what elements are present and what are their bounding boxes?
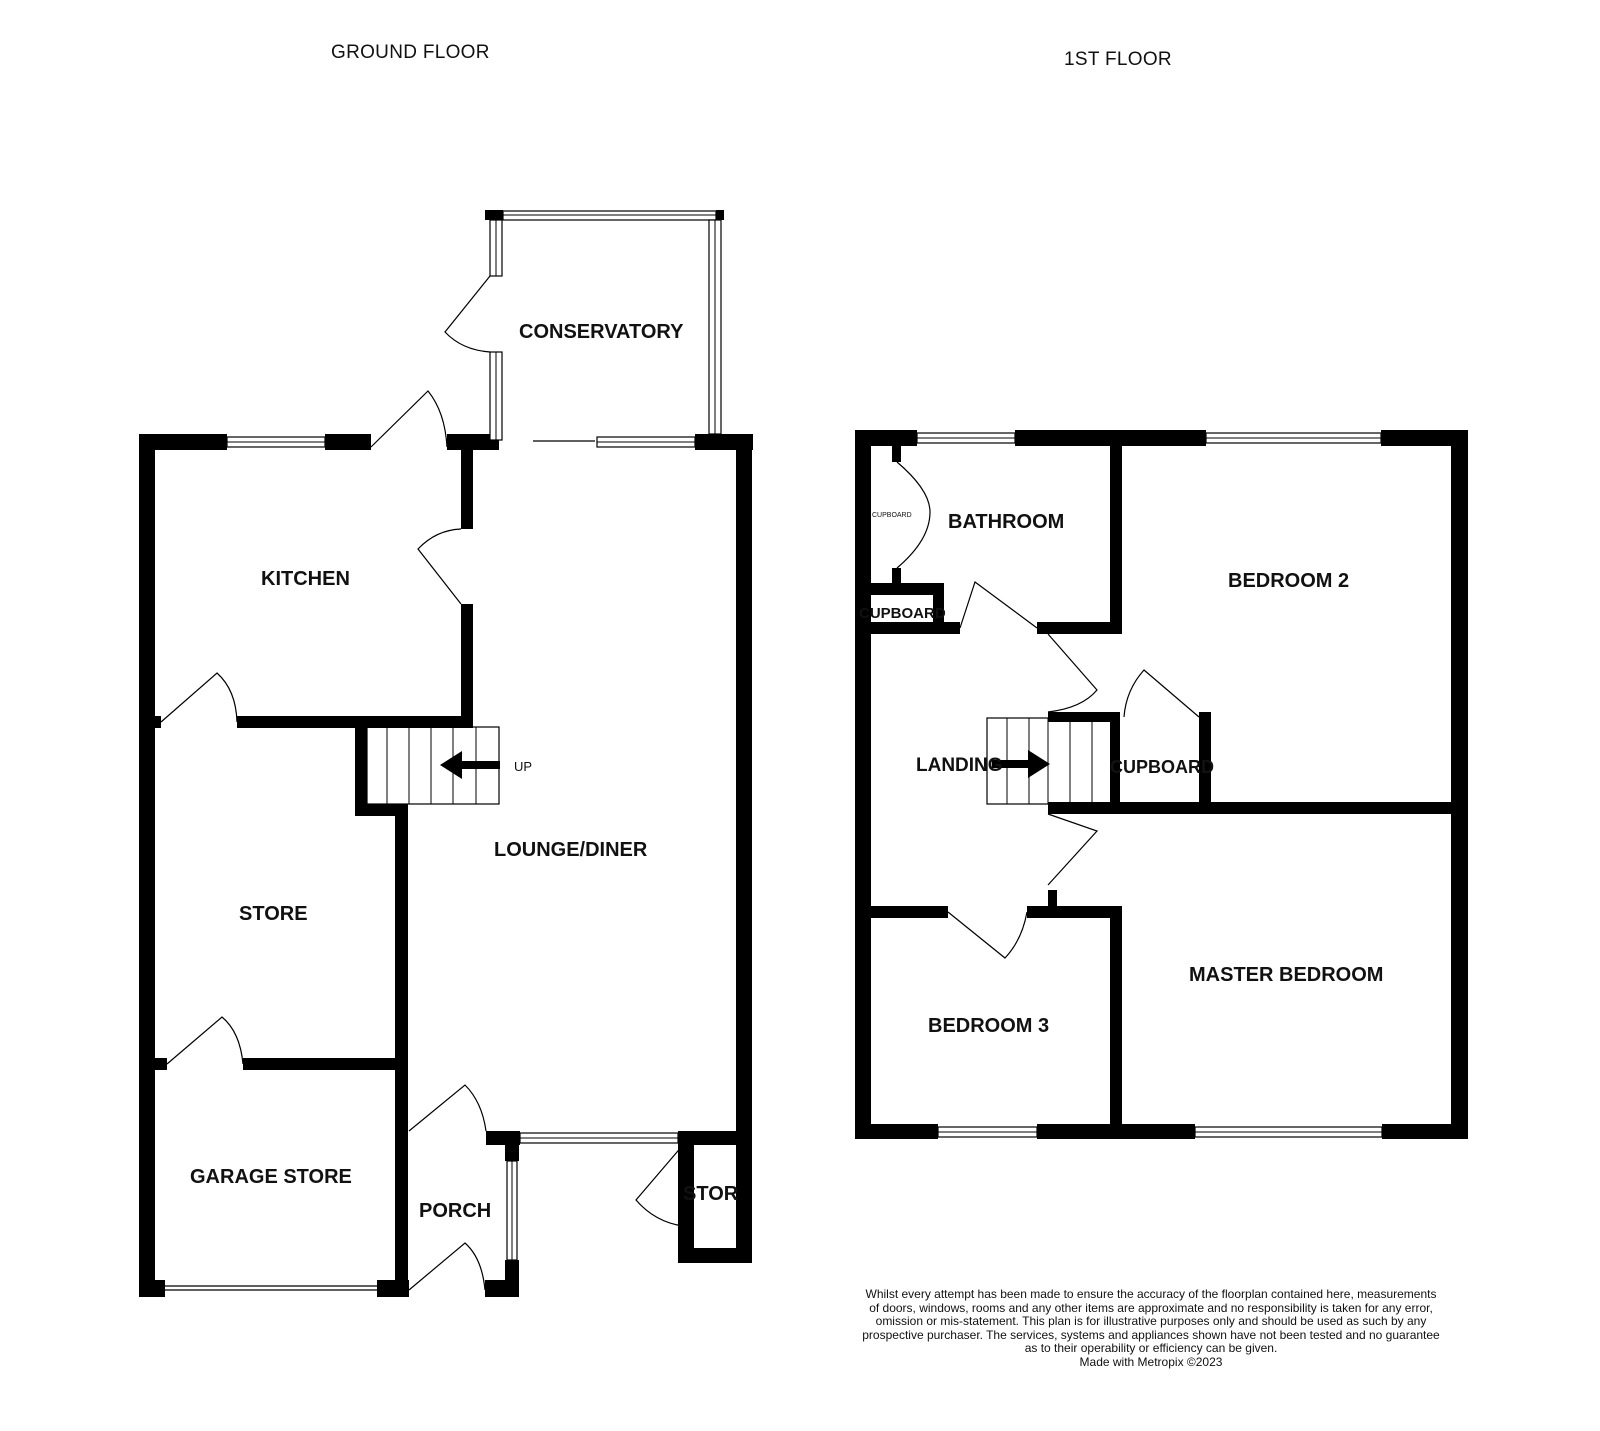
wall xyxy=(1110,906,1122,1139)
wall xyxy=(1381,430,1468,446)
door-swing xyxy=(947,911,1028,959)
wall xyxy=(678,1131,752,1145)
wall xyxy=(871,622,960,634)
wall xyxy=(1048,712,1120,722)
stairs-up-label: UP xyxy=(514,759,532,774)
first-floor-title: 1ST FLOOR xyxy=(1064,49,1172,70)
lounge-front-window xyxy=(519,1132,679,1144)
ground-floor-title: GROUND FLOOR xyxy=(331,42,490,63)
wall xyxy=(1048,890,1057,906)
door-swing xyxy=(444,275,491,353)
disclaimer-line: as to their operability or efficiency ca… xyxy=(1024,1341,1278,1356)
room-label-cupboard-bathroom: CUPBOARD xyxy=(872,512,912,519)
disclaimer-line: prospective purchaser. The services, sys… xyxy=(862,1327,1440,1342)
wall xyxy=(1199,712,1211,814)
disclaimer: Whilst every attempt has been made to en… xyxy=(846,1287,1456,1370)
wall xyxy=(1110,446,1122,633)
wall xyxy=(1110,712,1120,812)
room-label-kitchen: KITCHEN xyxy=(261,568,350,590)
room-label-lounge-diner: LOUNGE/DINER xyxy=(494,839,648,861)
conservatory-frame xyxy=(485,210,724,441)
wall xyxy=(461,443,473,529)
wall xyxy=(139,1280,165,1297)
wall xyxy=(678,1131,694,1263)
room-label-bedroom-3: BEDROOM 3 xyxy=(928,1015,1049,1037)
room-label-master-bedroom: MASTER BEDROOM xyxy=(1189,964,1383,986)
wall xyxy=(395,815,408,1297)
wall xyxy=(855,1124,938,1139)
wall xyxy=(1015,430,1206,446)
wall xyxy=(139,434,227,450)
wall xyxy=(678,1248,752,1263)
wall xyxy=(447,434,499,450)
room-label-cupboard-landing: CUPBOARD xyxy=(859,605,946,622)
wall xyxy=(871,583,944,595)
door-swing xyxy=(408,1084,487,1132)
wall xyxy=(355,716,367,816)
wall xyxy=(461,604,473,727)
door-swing xyxy=(1047,633,1098,713)
room-label-bathroom: BATHROOM xyxy=(948,511,1064,533)
room-label-cupboard-bedroom-2: CUPBOARD xyxy=(1110,757,1214,777)
room-label-conservatory: CONSERVATORY xyxy=(519,321,684,343)
door-swing xyxy=(408,1242,486,1291)
wall xyxy=(855,430,917,446)
wall xyxy=(505,1131,519,1161)
bathroom-window xyxy=(916,432,1016,444)
wall xyxy=(892,568,901,583)
wall xyxy=(1382,1124,1468,1139)
room-label-garage-store: GARAGE STORE xyxy=(190,1166,352,1188)
wall xyxy=(1037,622,1122,634)
door-swing xyxy=(166,1016,244,1065)
wall xyxy=(855,430,871,1139)
kitchen-window xyxy=(226,436,326,448)
room-label-bedroom-2: BEDROOM 2 xyxy=(1228,570,1349,592)
wall xyxy=(139,1058,167,1070)
first-stairs xyxy=(986,717,1113,805)
first-floor-plan: BATHROOM BEDROOM 2 CUPBOARD CUPBOARD LAN… xyxy=(855,430,1468,1139)
door-swing xyxy=(160,672,238,723)
wall xyxy=(139,434,155,1297)
wall xyxy=(485,1280,519,1297)
door-swing xyxy=(896,461,931,569)
door-swing xyxy=(1047,813,1099,886)
room-label-store-small: STOR xyxy=(683,1183,739,1205)
disclaimer-line: Whilst every attempt has been made to en… xyxy=(865,1287,1437,1301)
bedroom2-window xyxy=(1205,432,1382,444)
ground-floor-plan: UP CONSERVATORY KITCHEN LOUNGE/DINER STO… xyxy=(139,210,753,1297)
garage-door xyxy=(165,1285,377,1291)
master-bedroom-window xyxy=(1194,1126,1383,1138)
wall xyxy=(1027,906,1122,918)
disclaimer-credit: Made with Metropix ©2023 xyxy=(1079,1354,1223,1369)
wall xyxy=(892,446,901,462)
wall xyxy=(1451,430,1468,1139)
wall xyxy=(139,716,161,728)
room-label-porch: PORCH xyxy=(419,1200,491,1222)
wall xyxy=(355,804,408,816)
door-swing xyxy=(635,1144,684,1227)
door-swing xyxy=(370,390,448,448)
lounge-rear-window xyxy=(533,436,696,448)
door-swing xyxy=(417,528,462,605)
bedroom3-window xyxy=(937,1126,1038,1138)
wall xyxy=(243,1058,408,1070)
room-label-landing: LANDING xyxy=(916,755,1003,776)
wall xyxy=(933,583,944,634)
porch-window xyxy=(506,1160,518,1261)
wall xyxy=(1048,802,1468,814)
wall xyxy=(325,434,371,450)
door-swing xyxy=(1123,669,1200,718)
disclaimer-line: omission or mis-statement. This plan is … xyxy=(875,1314,1427,1329)
ground-stairs xyxy=(366,726,500,805)
wall xyxy=(871,906,948,918)
disclaimer-line: of doors, windows, rooms and any other i… xyxy=(869,1300,1433,1315)
wall xyxy=(736,434,752,1262)
door-swing xyxy=(959,581,1038,629)
room-label-store: STORE xyxy=(239,903,308,925)
